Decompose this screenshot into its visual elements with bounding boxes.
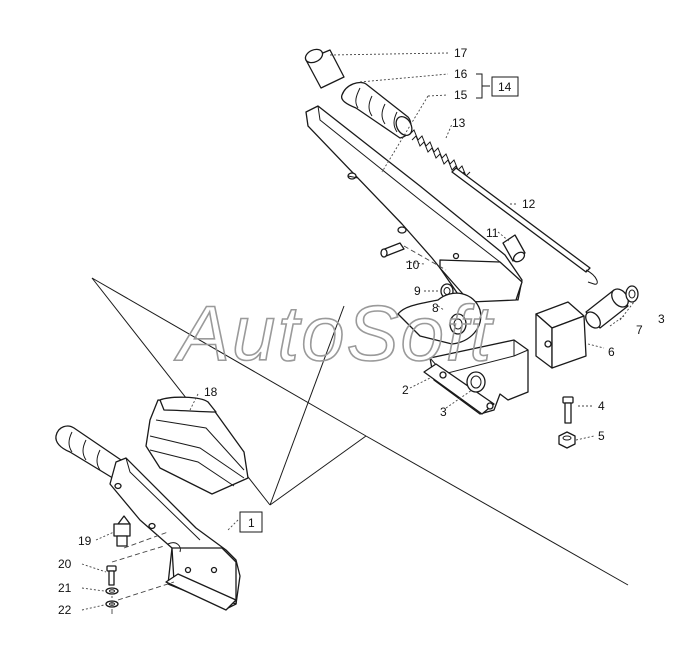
callout-15[interactable]: 15 — [454, 88, 468, 102]
callout-22[interactable]: 22 — [58, 603, 72, 617]
part-3-bushing-upper[interactable] — [625, 285, 639, 303]
watermark-text: AutoSoft — [174, 289, 495, 377]
callout-3-lower[interactable]: 3 — [440, 405, 447, 419]
part-6-mounting-block[interactable] — [535, 301, 587, 369]
callout-1[interactable]: 1 — [248, 516, 255, 530]
part-7-sleeve[interactable] — [583, 286, 632, 331]
part-5-nut[interactable] — [558, 431, 576, 449]
part-15-handbrake-lever[interactable] — [305, 105, 523, 303]
part-8-ratchet-sector[interactable] — [397, 292, 482, 345]
callout-11[interactable]: 11 — [486, 226, 499, 240]
part-16-handle-grip[interactable] — [340, 81, 415, 139]
callout-21[interactable]: 21 — [58, 581, 72, 595]
part-20-screw[interactable] — [106, 565, 117, 586]
callout-10[interactable]: 10 — [406, 258, 420, 272]
part-4-bolt[interactable] — [562, 396, 574, 424]
callout-13[interactable]: 13 — [452, 116, 466, 130]
callout-7[interactable]: 7 — [636, 323, 643, 337]
callout-14[interactable]: 14 — [498, 80, 512, 94]
part-1-handbrake-assembly[interactable] — [55, 425, 241, 611]
leader-lines — [81, 52, 635, 614]
part-21-lock-washer[interactable] — [105, 587, 119, 595]
part-11-pivot-pin[interactable] — [502, 234, 526, 264]
callout-20[interactable]: 20 — [58, 557, 72, 571]
callout-3-upper[interactable]: 3 — [658, 312, 665, 326]
callout-6[interactable]: 6 — [608, 345, 615, 359]
callout-19[interactable]: 19 — [78, 534, 92, 548]
callout-2[interactable]: 2 — [402, 383, 409, 397]
part-17-grip-end-cap[interactable] — [303, 47, 345, 89]
callout-5[interactable]: 5 — [598, 429, 605, 443]
callout-labels: 17 16 15 14 13 12 11 10 9 8 3 7 6 2 3 4 … — [58, 46, 665, 617]
part-19-switch[interactable] — [113, 515, 131, 547]
callout-18[interactable]: 18 — [204, 385, 218, 399]
part-12-release-rod[interactable] — [451, 167, 598, 285]
callout-14-box — [491, 76, 519, 97]
callout-1-box — [239, 511, 263, 533]
callout-9[interactable]: 9 — [414, 284, 421, 298]
callout-4[interactable]: 4 — [598, 399, 605, 413]
callout-12[interactable]: 12 — [522, 197, 536, 211]
callout-16[interactable]: 16 — [454, 67, 468, 81]
part-18-rubber-boot[interactable] — [145, 396, 249, 495]
part-3-bushing-lower[interactable] — [466, 371, 486, 393]
callout-8[interactable]: 8 — [432, 301, 439, 315]
callout-17[interactable]: 17 — [454, 46, 468, 60]
part-10-bolt[interactable] — [380, 242, 405, 258]
